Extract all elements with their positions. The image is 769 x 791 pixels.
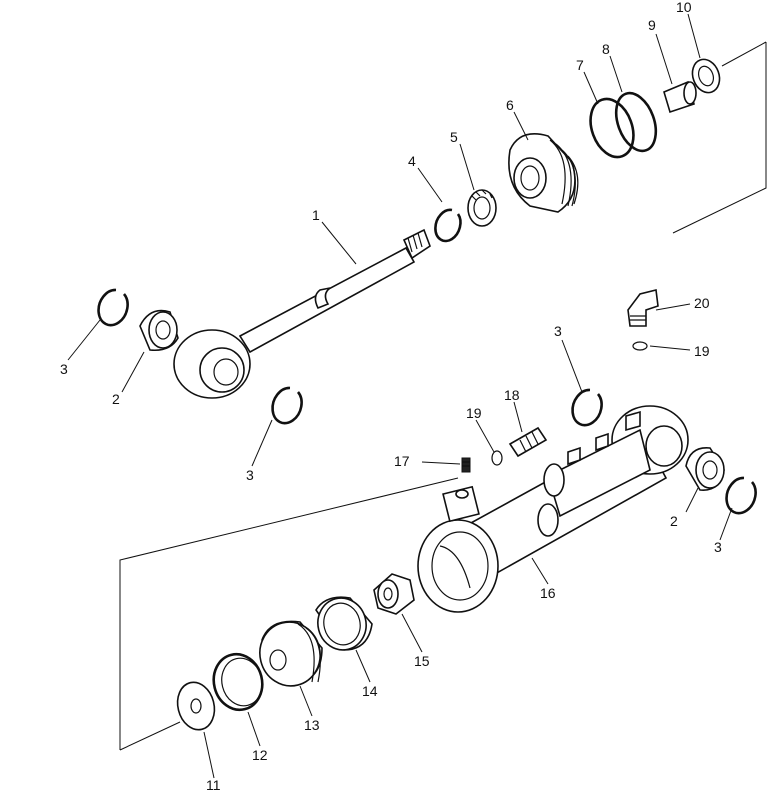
callout-17: 17 <box>394 453 410 469</box>
bushing-left <box>139 309 179 352</box>
tube-port-c <box>625 410 641 432</box>
bushing-right <box>685 447 725 491</box>
callout-15: 15 <box>414 653 430 669</box>
elbow-connector <box>627 289 659 327</box>
upper-assembly-bracket <box>672 42 767 234</box>
callout-7: 7 <box>576 57 584 73</box>
callout-13: 13 <box>304 717 320 733</box>
straight-connector <box>508 426 548 458</box>
callout-3-d: 3 <box>714 539 722 555</box>
callout-3-c: 3 <box>554 323 562 339</box>
lower-assembly-bracket-foot <box>119 721 181 751</box>
piston-rod <box>173 228 431 399</box>
callout-11: 11 <box>206 777 221 791</box>
callout-10: 10 <box>676 0 692 15</box>
rod-seal <box>467 189 497 227</box>
tube-break-mark-a <box>543 463 565 497</box>
cylinder-head <box>508 133 579 213</box>
callout-12: 12 <box>252 747 268 763</box>
callout-1: 1 <box>312 207 320 223</box>
dust-seal <box>691 58 721 94</box>
small-o-ring-a <box>491 450 503 466</box>
snap-ring-a <box>97 288 129 327</box>
callout-14: 14 <box>362 683 378 699</box>
callout-19-b: 19 <box>694 343 710 359</box>
head-bushing <box>663 80 697 114</box>
o-ring <box>589 97 635 159</box>
callout-16: 16 <box>540 585 556 601</box>
retaining-ring <box>434 208 462 243</box>
backup-ring <box>614 91 658 153</box>
snap-ring-d <box>725 476 757 515</box>
callout-4: 4 <box>408 153 416 169</box>
washer <box>176 681 216 731</box>
callout-6: 6 <box>506 97 514 113</box>
tube-open-end <box>417 519 499 613</box>
piston <box>259 620 323 687</box>
callout-2-left: 2 <box>112 391 120 407</box>
lower-assembly-bracket <box>119 477 459 750</box>
small-o-ring-b <box>632 341 648 351</box>
callout-8: 8 <box>602 41 610 57</box>
tube-port-b <box>595 432 609 452</box>
callout-18: 18 <box>504 387 520 403</box>
callout-20: 20 <box>694 295 710 311</box>
callout-19-a: 19 <box>466 405 482 421</box>
callout-5: 5 <box>450 129 458 145</box>
snap-ring-c <box>571 388 603 427</box>
piston-nut <box>373 573 415 615</box>
callout-2-right: 2 <box>670 513 678 529</box>
rod-eye-bore <box>199 347 245 393</box>
rod-break-mark <box>314 287 331 310</box>
upper-assembly-bracket-top <box>721 41 767 67</box>
callout-3-a: 3 <box>60 361 68 377</box>
tube-break-mark-b <box>537 503 559 537</box>
grease-fitting <box>461 457 471 473</box>
wear-ring <box>315 596 373 651</box>
callout-9: 9 <box>648 17 656 33</box>
snap-ring-b <box>271 386 303 425</box>
callout-3-b: 3 <box>246 467 254 483</box>
tube-port-a <box>567 446 581 466</box>
callout-labels: 1 2 2 3 3 3 3 4 5 6 7 8 9 10 11 12 13 14… <box>60 0 722 791</box>
cylinder-tube <box>417 405 689 613</box>
leader-lines <box>67 13 733 779</box>
